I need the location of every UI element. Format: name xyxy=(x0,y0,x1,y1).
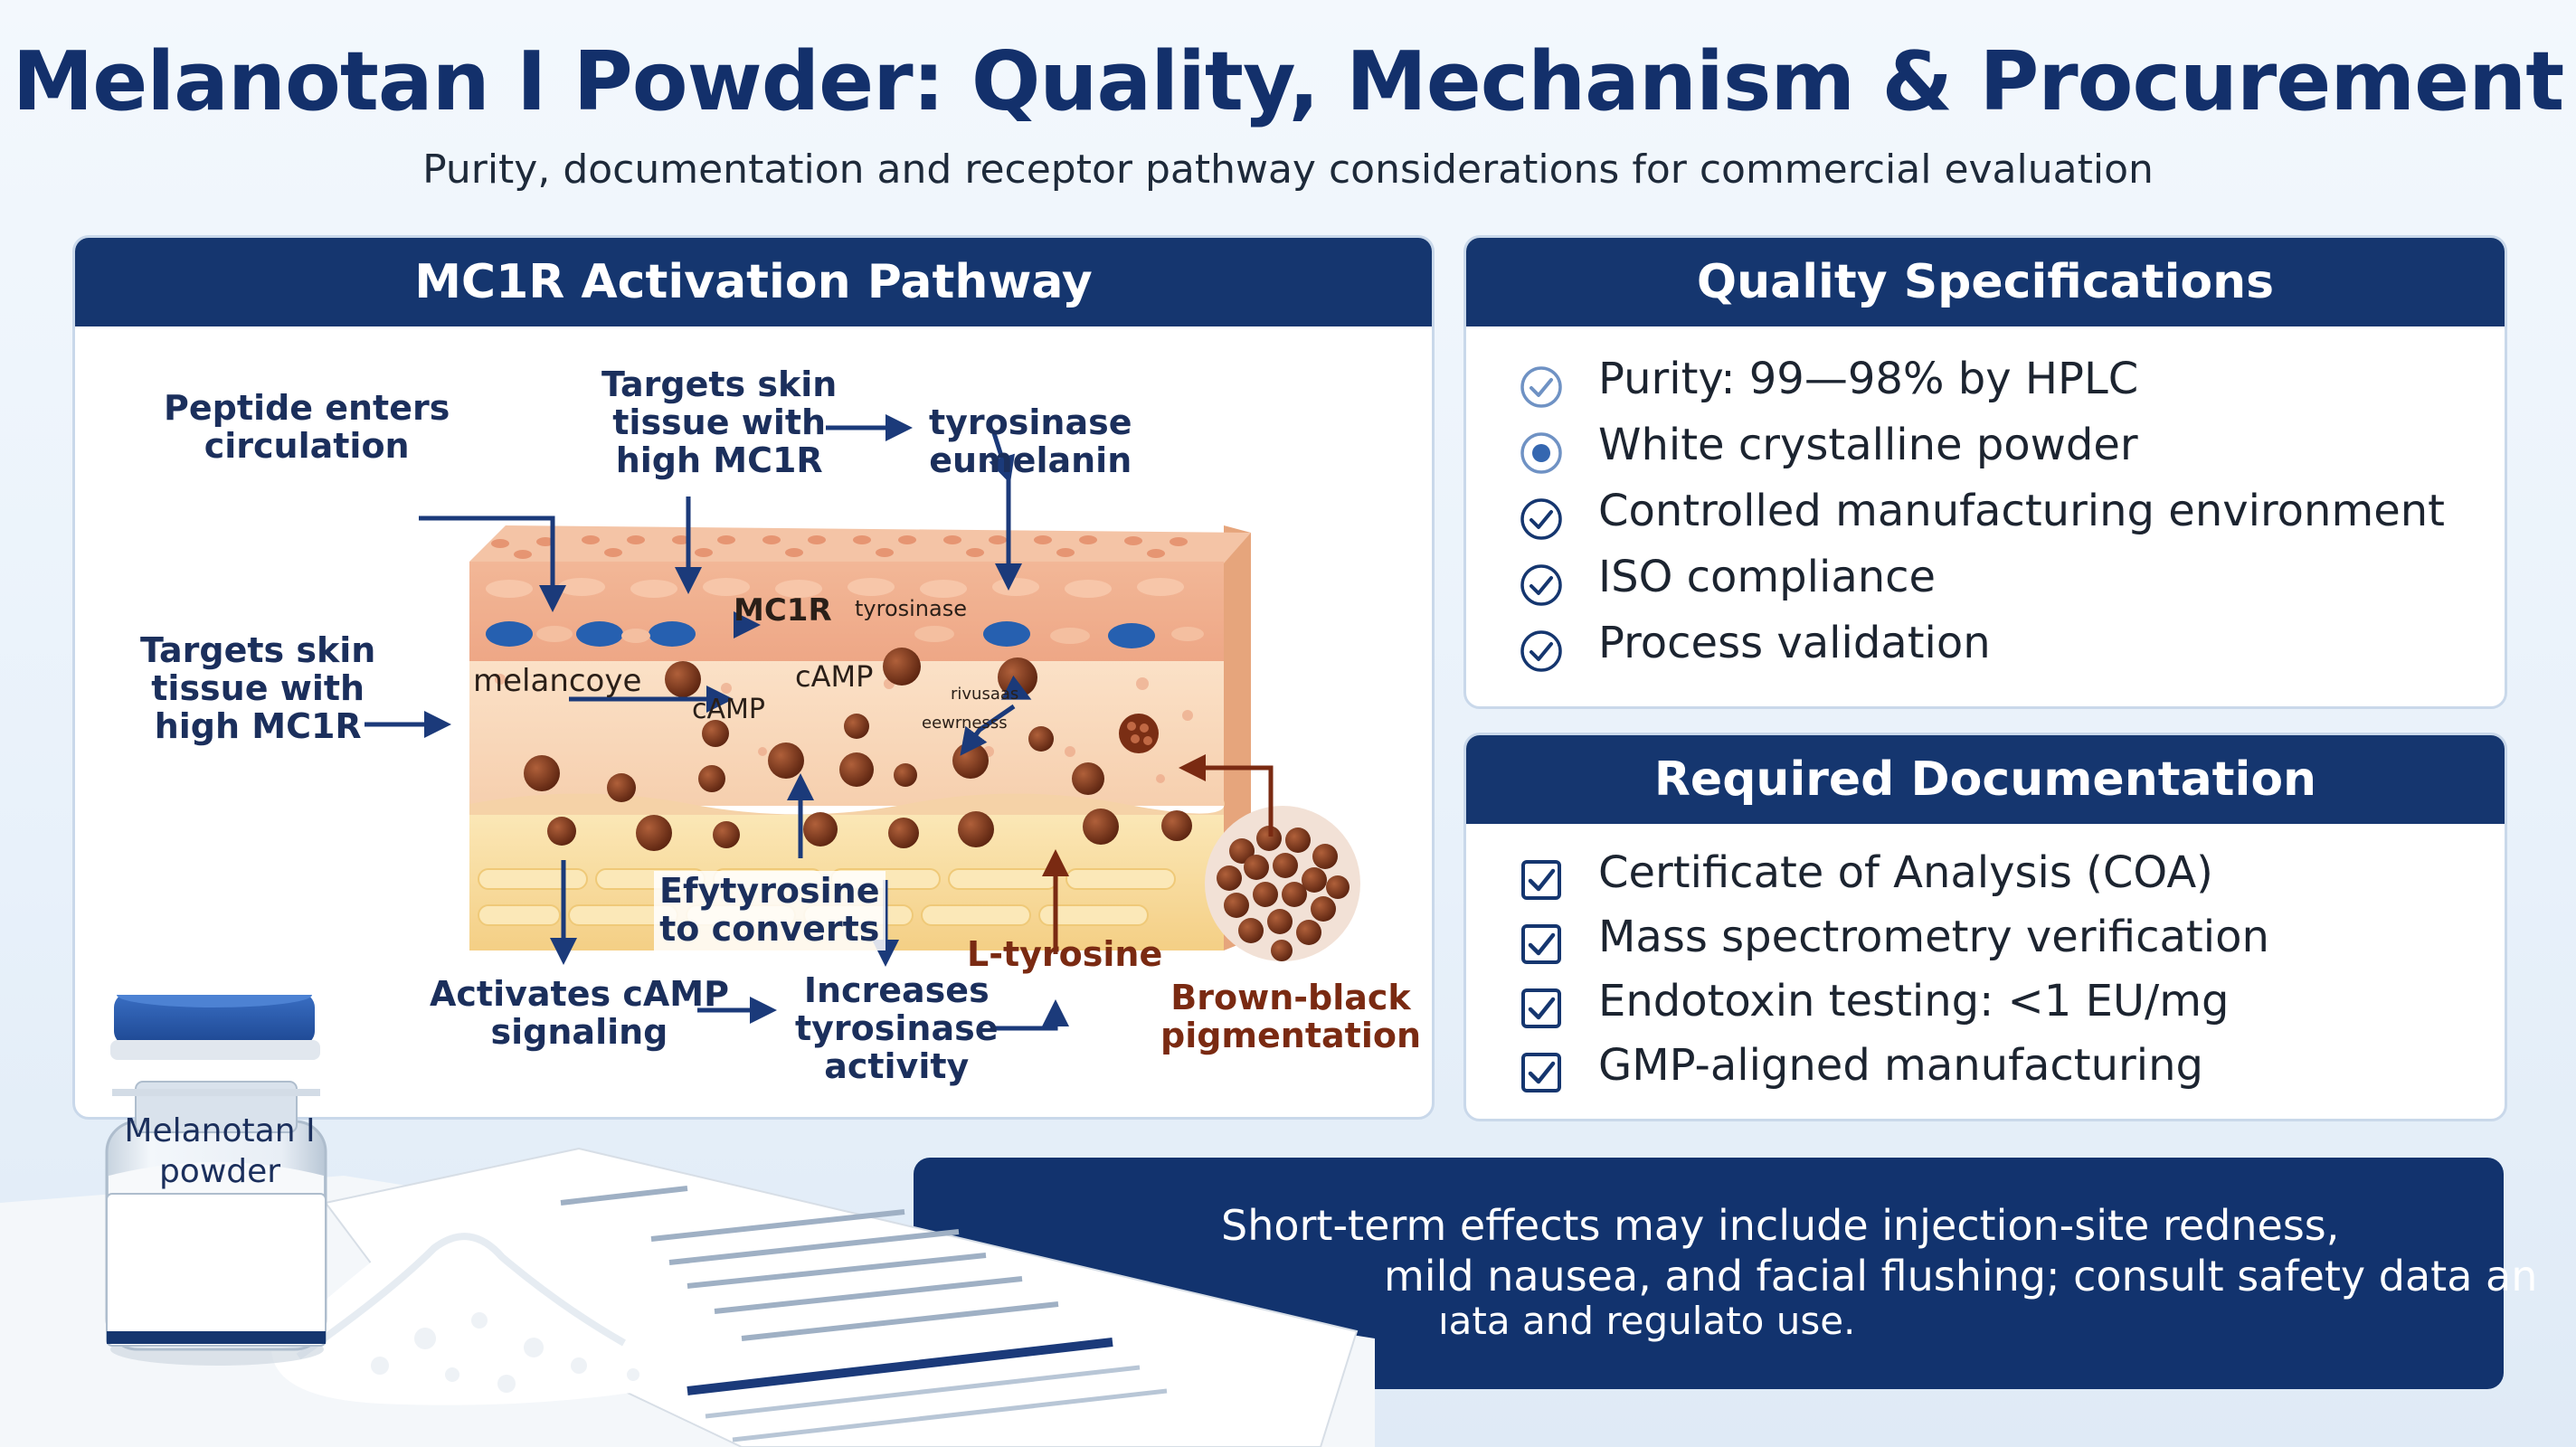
powder-pile xyxy=(271,1207,692,1405)
layer-epidermis xyxy=(469,562,1224,661)
check-circle-icon xyxy=(1520,629,1562,672)
label-enters-circulation: Peptide enters circulation xyxy=(164,388,450,466)
vial xyxy=(105,995,327,1366)
label-targets-top: Targets skin tissue with high MC1R xyxy=(601,364,838,480)
radio-dot-icon xyxy=(1520,431,1562,474)
pathway-panel: MC1R Activation Pathway xyxy=(72,235,1435,1120)
label-targets-left: Targets skin tissue with high MC1R xyxy=(140,630,376,746)
quality-panel: Quality Specifications Purity: 99—98% by… xyxy=(1463,235,2507,709)
checkbox-icon xyxy=(1521,923,1561,964)
label-brown-black-pigmentation: Brown-black pigmentation xyxy=(1160,978,1422,1055)
melanin-granules xyxy=(524,648,1192,851)
tissue-label-melanocyte: melancoye xyxy=(473,663,642,699)
page-title: Melanotan I Powder: Quality, Mechanism &… xyxy=(12,34,2565,129)
tissue-top xyxy=(469,525,1251,563)
brown-arrows xyxy=(1042,754,1274,954)
banner-line: mild nausea, and facial flushing; consul… xyxy=(1384,1252,2538,1300)
check-circle-icon xyxy=(1520,365,1562,408)
quality-panel-title: Quality Specifications xyxy=(1466,238,2505,326)
page-subtitle: Purity, documentation and receptor pathw… xyxy=(422,147,2154,193)
mc1r-receptors xyxy=(486,621,1155,648)
tissue-label-tyrosinase: tyrosinase xyxy=(855,596,967,621)
check-circle-icon xyxy=(1520,497,1562,540)
pigment-cluster xyxy=(1205,806,1360,961)
documentation-panel: Required Documentation Certificate of An… xyxy=(1463,733,2507,1121)
checkbox-icon xyxy=(1521,859,1561,900)
banner-line: Short-term effects may include injection… xyxy=(1221,1201,2340,1250)
label-converts: Efytyrosine to converts xyxy=(654,871,886,950)
tissue-label-small-a: rivusaas xyxy=(951,685,1019,704)
tissue-label-small-b: eewrnesss xyxy=(922,714,1008,733)
product-scene xyxy=(0,995,1375,1447)
check-circle-icon xyxy=(1520,563,1562,606)
tissue-label-mc1r: MC1R xyxy=(734,592,832,629)
vial-label: Melanotan I powder xyxy=(124,1112,316,1190)
tissue-label-camp-b: cAMP xyxy=(692,694,765,725)
pathway-arrows xyxy=(365,414,1069,1031)
tissue-label-camp-a: cAMP xyxy=(795,659,874,694)
checkbox-icon xyxy=(1521,1052,1561,1092)
label-l-tyrosine: L-tyrosine xyxy=(967,934,1163,974)
pathway-panel-title: MC1R Activation Pathway xyxy=(75,238,1432,326)
label-activates-camp: Activates cAMP signaling xyxy=(430,974,729,1052)
banner-line: ıata and regulato use. xyxy=(1438,1299,1856,1343)
label-increases-tyrosinase: Increases tyrosinase activity xyxy=(795,970,999,1086)
documentation-panel-title: Required Documentation xyxy=(1466,735,2505,824)
label-tyrosinase-eumelanin: tyrosinase eumelanin xyxy=(929,402,1132,480)
checkbox-icon xyxy=(1521,988,1561,1028)
